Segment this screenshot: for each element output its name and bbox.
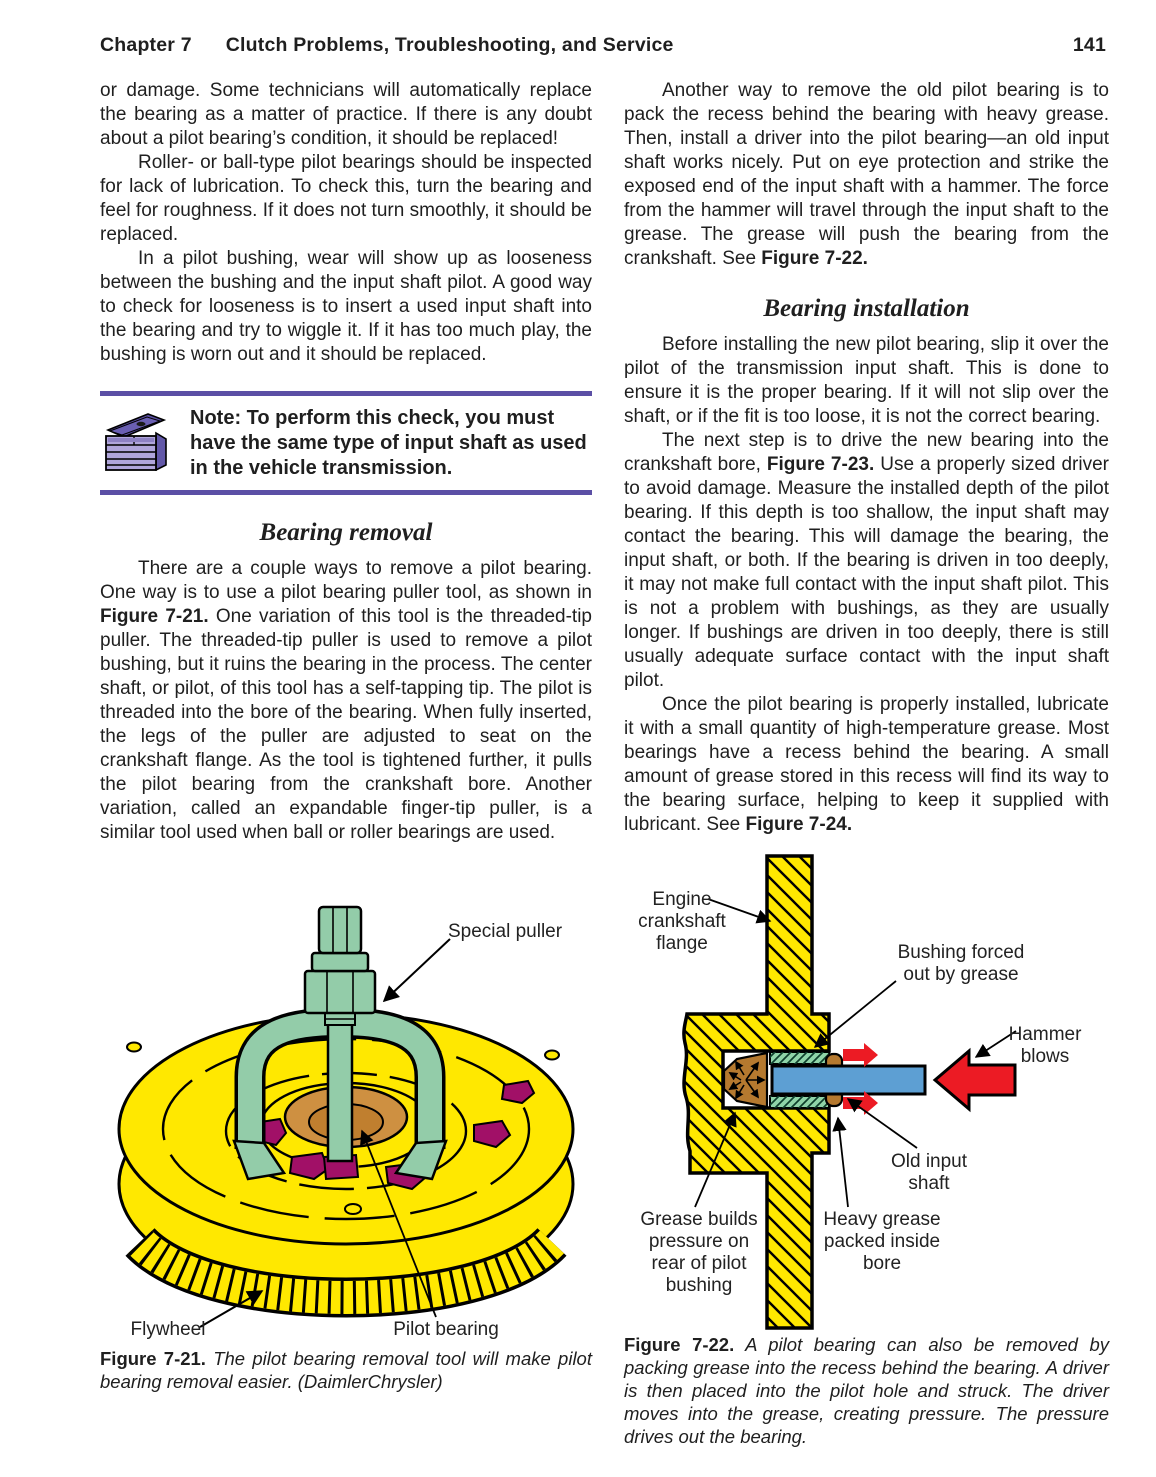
label-heavy-grease-packed: Heavy grease packed inside bore <box>823 1209 941 1274</box>
left-column: or damage. Some technicians will automat… <box>100 79 592 1448</box>
figure-7-21: Special puller Flywheel Pilot bearing <box>100 879 592 1347</box>
paragraph: Before installing the new pilot bearing,… <box>624 334 1109 427</box>
label-bushing-forced-out: Bushing forced out by grease <box>897 942 1025 985</box>
chapter-title: Clutch Problems, Troubleshooting, and Se… <box>225 34 674 56</box>
paragraph: or damage. Some technicians will automat… <box>100 80 592 149</box>
crankshaft-flange-cross-section-illustration <box>682 854 1017 1330</box>
paragraph: There are a couple ways to remove a pilo… <box>100 557 592 845</box>
label-hammer-blows: Hammer blows <box>1008 1024 1082 1067</box>
figure-7-21-caption: Figure 7-21. The pilot bearing removal t… <box>100 1347 592 1393</box>
paragraph: Once the pilot bearing is properly insta… <box>624 693 1109 837</box>
figure-reference: Figure 7-23. <box>766 454 875 475</box>
label-old-input-shaft: Old input shaft <box>890 1151 968 1194</box>
caption-lead: Figure 7-21. <box>100 1348 206 1369</box>
paragraph-text: The next step is to drive the new bearin… <box>624 430 1109 475</box>
running-header: Chapter 7 Clutch Problems, Troubleshooti… <box>0 0 1156 57</box>
label-special-puller: Special puller <box>448 921 563 942</box>
toolbox-icon <box>100 409 174 478</box>
figure-7-22: Engine crankshaft flange Bushing forced … <box>624 851 1109 1333</box>
paragraph: In a pilot bushing, wear will show up as… <box>100 248 592 365</box>
two-column-body: or damage. Some technicians will automat… <box>0 57 1156 1448</box>
caption-text: A pilot bearing can also be removed by p… <box>624 1334 1109 1447</box>
paragraph: Roller- or ball-type pilot bearings shou… <box>100 152 592 245</box>
note-box: Note: To perform this check, you must ha… <box>100 391 592 495</box>
page-number: 141 <box>1072 34 1106 56</box>
flywheel-puller-illustration <box>117 905 575 1328</box>
caption-text: The pilot bearing removal tool will make… <box>100 1348 592 1392</box>
paragraph-text: Another way to remove the old pilot bear… <box>624 80 1109 269</box>
label-grease-builds-pressure: Grease builds pressure on rear of pilot … <box>640 1209 758 1296</box>
note-text: Note: To perform this check, you must ha… <box>190 407 587 479</box>
section-heading-bearing-removal: Bearing removal <box>259 519 433 546</box>
label-pilot-bearing: Pilot bearing <box>393 1319 499 1340</box>
section-heading-bearing-installation: Bearing installation <box>763 295 970 322</box>
figure-reference: Figure 7-22. <box>761 248 868 269</box>
paragraph: Another way to remove the old pilot bear… <box>624 79 1109 271</box>
paragraph-text: Once the pilot bearing is properly insta… <box>624 694 1109 835</box>
caption-lead: Figure 7-22. <box>624 1334 735 1355</box>
right-column: Another way to remove the old pilot bear… <box>624 79 1109 1448</box>
figure-reference: Figure 7-21. <box>100 606 209 627</box>
figure-7-22-caption: Figure 7-22. A pilot bearing can also be… <box>624 1333 1109 1448</box>
paragraph-text: Use a properly sized driver to avoid dam… <box>624 454 1109 691</box>
paragraph-text: There are a couple ways to remove a pilo… <box>100 558 592 603</box>
paragraph: The next step is to drive the new bearin… <box>624 429 1109 693</box>
label-flywheel: Flywheel <box>130 1319 206 1340</box>
figure-reference: Figure 7-24. <box>745 814 853 835</box>
label-engine-crankshaft-flange: Engine crankshaft flange <box>638 889 726 954</box>
chapter-label: Chapter 7 <box>100 34 192 56</box>
paragraph-text: One variation of this tool is the thread… <box>100 606 592 843</box>
